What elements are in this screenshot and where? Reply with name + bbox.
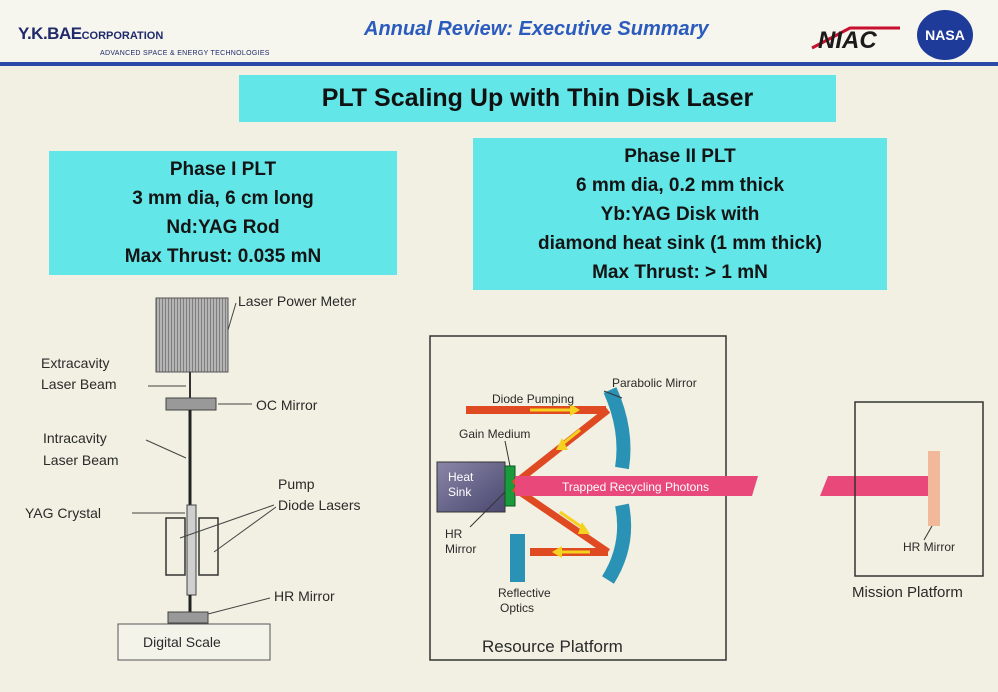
label-yag-crystal: YAG Crystal [25,505,101,521]
phase2-line: Max Thrust: > 1 mN [592,261,768,283]
phase2-line: Phase II PLT [624,145,736,167]
label-diode-pumping: Diode Pumping [492,392,575,406]
resource-platform-frame [429,335,727,661]
header-bar: Y.K.BAECORPORATION ADVANCED SPACE & ENER… [0,0,998,66]
label-gain-medium: Gain Medium [459,427,531,441]
label-hr-mirror-resource-1: HR [445,527,463,541]
parabolic-mirror-bottom [601,503,632,584]
label-digital-scale: Digital Scale [143,634,221,650]
niac-logo-text: NIAC [818,27,877,54]
company-logo: Y.K.BAECORPORATION [18,24,163,44]
label-reflective-1: Reflective [498,586,551,600]
gain-medium [504,465,516,507]
label-mission-hr-mirror: HR Mirror [903,540,955,554]
label-resource-platform: Resource Platform [482,637,623,656]
phase1-box: Phase I PLT 3 mm dia, 6 cm long Nd:YAG R… [49,151,397,275]
pump-diode-left [165,517,186,576]
phase1-line: 3 mm dia, 6 cm long [132,188,314,209]
phase2-box: Phase II PLT 6 mm dia, 0.2 mm thick Yb:Y… [473,138,887,290]
label-intracavity-2: Laser Beam [43,452,119,468]
niac-logo: NIAC [811,26,900,54]
trapped-photons-beam [515,476,758,496]
label-heat-sink-2: Sink [448,485,472,499]
label-oc-mirror: OC Mirror [256,397,318,413]
label-mission-platform: Mission Platform [852,584,963,601]
phase1-line: Phase I PLT [169,159,277,180]
label-reflective-2: Optics [500,601,535,615]
oc-mirror [165,397,217,411]
label-heat-sink-1: Heat [448,470,474,484]
phase2-line: diamond heat sink (1 mm thick) [538,232,822,254]
mission-hr-mirror [928,451,940,526]
mission-platform-frame [854,401,984,577]
parabolic-mirror-top [603,387,631,470]
laser-power-meter [155,297,229,373]
digital-scale [117,623,271,661]
label-intracavity-1: Intracavity [43,430,107,446]
hr-mirror-left [167,611,209,624]
nasa-logo: NASA [917,10,973,60]
company-logo-main: Y.K.BAE [18,24,82,43]
label-extracavity-2: Laser Beam [41,376,117,392]
reflective-optics [510,534,525,582]
label-hr-mirror-left: HR Mirror [274,588,335,604]
label-trapped-photons: Trapped Recycling Photons [562,480,709,494]
label-pump-1: Pump [278,476,315,492]
slide-title: PLT Scaling Up with Thin Disk Laser [239,75,836,122]
header-divider [0,62,998,66]
pump-diode-right [198,517,219,576]
phase2-line: Yb:YAG Disk with [600,203,760,225]
nasa-logo-text: NASA [925,27,965,43]
label-hr-mirror-resource-2: Mirror [445,542,477,556]
company-tagline: ADVANCED SPACE & ENERGY TECHNOLOGIES [100,50,270,57]
trapped-photons-beam-mission [820,476,930,496]
label-laser-power-meter: Laser Power Meter [238,293,357,309]
phase1-line: Nd:YAG Rod [166,217,280,238]
company-logo-corp: CORPORATION [81,30,164,42]
header-title: Annual Review: Executive Summary [364,18,709,40]
yag-crystal [186,504,197,596]
phase2-line: 6 mm dia, 0.2 mm thick [575,174,785,196]
label-extracavity-1: Extracavity [41,355,110,371]
phase1-line: Max Thrust: 0.035 mN [124,246,322,267]
label-pump-2: Diode Lasers [278,497,361,513]
label-parabolic-mirror: Parabolic Mirror [612,376,697,390]
